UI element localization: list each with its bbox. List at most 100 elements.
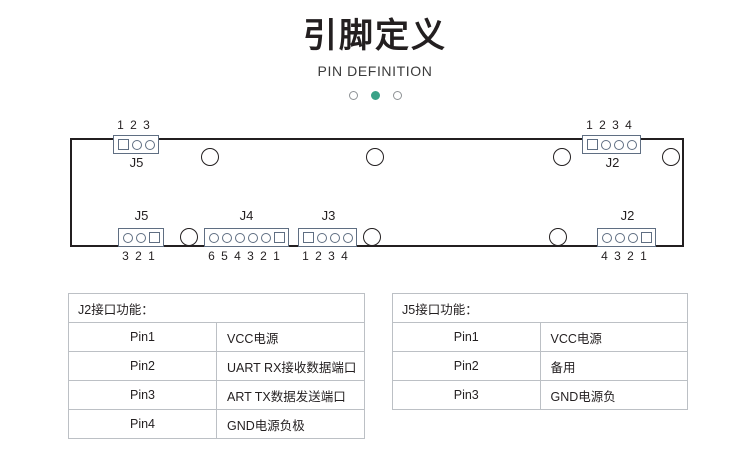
table-row: Pin3 ART TX数据发送端口 (68, 380, 365, 410)
bottom-j3-pin-numbers: 1 2 3 4 (299, 250, 351, 263)
pin-cell: Pin4 (68, 409, 217, 439)
carousel-dot-3[interactable] (392, 91, 402, 100)
pin-number: 2 (130, 118, 137, 132)
pin-cell: Pin2 (68, 351, 217, 381)
pin-1-square (117, 139, 129, 150)
table-row: Pin2 备用 (392, 351, 688, 381)
connector-bottom-j2[interactable] (597, 228, 656, 247)
pin-4 (234, 232, 245, 243)
function-cell: 备用 (539, 351, 688, 381)
pin-5 (221, 232, 232, 243)
bottom-j2-pin-numbers: 4 3 2 1 (598, 250, 650, 263)
pin-number: 2 (599, 118, 606, 132)
pin-4 (601, 232, 612, 243)
connector-label-bottom-j3: J3 (321, 208, 336, 223)
table-row: Pin3 GND电源负 (392, 380, 688, 410)
pin-number: 1 (640, 249, 647, 263)
function-cell: VCC电源 (216, 322, 365, 352)
pin-number: 1 (117, 118, 124, 132)
pin-number: 1 (302, 249, 309, 263)
pin-number: 2 (260, 249, 267, 263)
pin-2 (135, 232, 146, 243)
connector-label-bottom-j2: J2 (620, 208, 635, 223)
pin-3 (247, 232, 258, 243)
table-title-j5: J5接口功能： (392, 293, 688, 323)
mounting-hole-bottom-3 (549, 228, 567, 246)
pin-3 (613, 139, 624, 150)
pin-number: 5 (221, 249, 228, 263)
pin-number: 3 (612, 118, 619, 132)
pin-1-square (586, 139, 598, 150)
table-header-row: J5接口功能： (392, 293, 688, 323)
pin-number: 4 (341, 249, 348, 263)
table-row: Pin2 UART RX接收数据端口 (68, 351, 365, 381)
pin-function-table-j2: J2接口功能： Pin1 VCC电源 Pin2 UART RX接收数据端口 Pi… (68, 293, 365, 439)
connector-bottom-j3[interactable] (298, 228, 357, 247)
mounting-hole-bottom-2 (363, 228, 381, 246)
page-header: 引脚定义 PIN DEFINITION (0, 0, 750, 100)
connector-bottom-j5[interactable] (118, 228, 164, 247)
pin-cell: Pin1 (392, 322, 541, 352)
pin-number: 4 (234, 249, 241, 263)
mounting-hole-top-2 (366, 148, 384, 166)
pin-function-table-j5: J5接口功能： Pin1 VCC电源 Pin2 备用 Pin3 GND电源负 (392, 293, 688, 410)
bottom-j4-pin-numbers: 6 5 4 3 2 1 (205, 250, 283, 263)
pin-cell: Pin3 (392, 380, 541, 410)
page-title: 引脚定义 (303, 17, 447, 55)
pin-number: 4 (601, 249, 608, 263)
pin-number: 6 (208, 249, 215, 263)
pin-number: 4 (625, 118, 632, 132)
pin-1-square (640, 232, 652, 243)
function-cell: UART RX接收数据端口 (216, 351, 365, 381)
mounting-hole-top-3 (553, 148, 571, 166)
table-header-row: J2接口功能： (68, 293, 365, 323)
connector-label-bottom-j5: J5 (134, 208, 149, 223)
pin-2 (316, 232, 327, 243)
pin-2 (131, 139, 142, 150)
pin-number: 2 (315, 249, 322, 263)
pin-number: 3 (122, 249, 129, 263)
pin-number: 1 (273, 249, 280, 263)
pin-1-square (302, 232, 314, 243)
pin-cell: Pin3 (68, 380, 217, 410)
pin-2 (600, 139, 611, 150)
table-title-j2: J2接口功能： (68, 293, 365, 323)
pin-3 (614, 232, 625, 243)
top-left-j5-pin-numbers: 1 2 3 (114, 119, 153, 132)
table-row: Pin1 VCC电源 (392, 322, 688, 352)
mounting-hole-top-4 (662, 148, 680, 166)
table-row: Pin1 VCC电源 (68, 322, 365, 352)
carousel-dot-2-active[interactable] (370, 91, 380, 100)
pin-number: 2 (135, 249, 142, 263)
pin-number: 1 (148, 249, 155, 263)
connector-bottom-j4[interactable] (204, 228, 289, 247)
pin-1-square (273, 232, 285, 243)
pin-2 (627, 232, 638, 243)
pin-3 (122, 232, 133, 243)
top-right-j2-pin-numbers: 1 2 3 4 (583, 119, 635, 132)
bottom-j5-pin-numbers: 3 2 1 (119, 250, 158, 263)
pin-number: 3 (614, 249, 621, 263)
carousel-dot-1[interactable] (348, 91, 358, 100)
board-diagram: 1 2 3 J5 1 2 3 4 J2 J5 3 2 1 J4 (0, 110, 750, 275)
page-subtitle: PIN DEFINITION (317, 63, 433, 79)
pin-number: 1 (586, 118, 593, 132)
carousel-dots (0, 91, 750, 100)
connector-label-top-left-j5: J5 (129, 155, 144, 170)
pin-2 (260, 232, 271, 243)
mounting-hole-bottom-1 (180, 228, 198, 246)
connector-top-right-j2[interactable] (582, 135, 641, 154)
table-row: Pin4 GND电源负极 (68, 409, 365, 439)
pin-number: 3 (247, 249, 254, 263)
pin-cell: Pin1 (68, 322, 217, 352)
pin-number: 3 (143, 118, 150, 132)
pin-4 (626, 139, 637, 150)
pin-3 (144, 139, 155, 150)
connector-label-bottom-j4: J4 (239, 208, 254, 223)
function-cell: GND电源负 (539, 380, 688, 410)
pin-number: 3 (328, 249, 335, 263)
pin-1-square (148, 232, 160, 243)
mounting-hole-top-1 (201, 148, 219, 166)
connector-top-left-j5[interactable] (113, 135, 159, 154)
connector-label-top-right-j2: J2 (605, 155, 620, 170)
